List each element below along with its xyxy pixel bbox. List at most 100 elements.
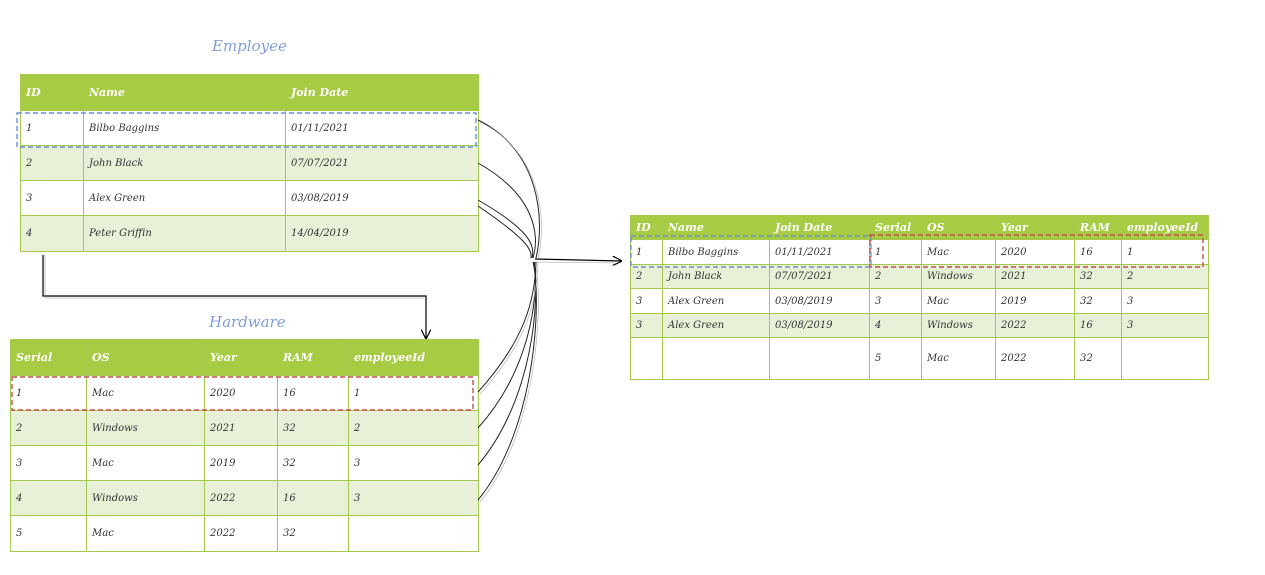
- table-cell: Bilbo Baggins: [83, 110, 286, 146]
- header-cell: ID: [20, 74, 84, 111]
- header-cell: Serial: [10, 339, 87, 376]
- header-cell: Name: [83, 74, 286, 111]
- table-cell: 3: [1121, 288, 1209, 314]
- table-cell: 32: [1074, 288, 1122, 314]
- table-cell: 03/08/2019: [769, 288, 870, 314]
- table-cell: 3: [869, 288, 922, 314]
- header-cell: ID: [630, 215, 663, 240]
- header-cell: OS: [921, 215, 996, 240]
- header-cell: Name: [662, 215, 770, 240]
- table-cell: Windows: [921, 313, 996, 338]
- table-cell: [662, 337, 770, 380]
- header-cell: RAM: [1074, 215, 1122, 240]
- employee-table: ID Name Join Date 1 Bilbo Baggins 01/11/…: [20, 74, 479, 252]
- header-cell: OS: [86, 339, 205, 376]
- table-cell: 2021: [995, 264, 1075, 289]
- table-cell: 3: [1121, 313, 1209, 338]
- curve-hardware-row-3: [477, 261, 537, 466]
- table-cell: 2: [20, 145, 84, 181]
- table-cell: Mac: [921, 239, 996, 265]
- table-cell: 4: [869, 313, 922, 338]
- table-cell: Mac: [86, 375, 205, 411]
- table-cell: Mac: [921, 288, 996, 314]
- table-cell: 4: [10, 480, 87, 516]
- header-cell: Join Date: [285, 74, 479, 111]
- table-cell: 2: [869, 264, 922, 289]
- table-cell: [348, 515, 479, 552]
- table-cell: 2: [10, 410, 87, 446]
- table-cell: 3: [10, 445, 87, 481]
- curve-employee-row-3b: [477, 205, 532, 259]
- curve-hardware-row-2: [477, 261, 537, 429]
- table-row: 1 Bilbo Baggins 01/11/2021 1 Mac 2020 16…: [630, 239, 1209, 265]
- table-cell: [1121, 337, 1209, 380]
- header-cell: Serial: [869, 215, 922, 240]
- table-cell: Alex Green: [662, 288, 770, 314]
- table-cell: [630, 337, 663, 380]
- curve-employee-row-1: [477, 119, 540, 259]
- table-cell: 3: [630, 313, 663, 338]
- table-cell: John Black: [83, 145, 286, 181]
- curve-employee-row-2: [477, 162, 536, 259]
- table-row: 4 Windows 2022 16 3: [10, 480, 479, 516]
- table-cell: Alex Green: [662, 313, 770, 338]
- curve-shadow: [479, 261, 539, 503]
- table-cell: 5: [869, 337, 922, 380]
- curve-hardware-row-1: [477, 261, 537, 393]
- table-cell: Windows: [921, 264, 996, 289]
- table-cell: Mac: [921, 337, 996, 380]
- table-cell: 2020: [204, 375, 278, 411]
- employee-to-hardware-connector-shadow: [44, 255, 424, 299]
- table-cell: 32: [277, 515, 349, 552]
- table-cell: 14/04/2019: [285, 215, 479, 252]
- table-cell: John Black: [662, 264, 770, 289]
- table-cell: 32: [1074, 264, 1122, 289]
- header-cell: Year: [995, 215, 1075, 240]
- table-cell: 3: [630, 288, 663, 314]
- table-row: 2 Windows 2021 32 2: [10, 410, 479, 446]
- table-row: 3 Alex Green 03/08/2019 3 Mac 2019 32 3: [630, 288, 1209, 314]
- table-cell: 01/11/2021: [769, 239, 870, 265]
- table-row: 2 John Black 07/07/2021 2 Windows 2021 3…: [630, 264, 1209, 289]
- table-cell: Windows: [86, 480, 205, 516]
- table-cell: 32: [277, 410, 349, 446]
- table-cell: Alex Green: [83, 180, 286, 216]
- table-cell: 16: [1074, 313, 1122, 338]
- table-cell: 32: [1074, 337, 1122, 380]
- result-arrow-shadow: [534, 261, 616, 264]
- table-row: 5 Mac 2022 32: [10, 515, 479, 552]
- table-cell: Peter Griffin: [83, 215, 286, 252]
- table-cell: 2: [1121, 264, 1209, 289]
- header-cell: RAM: [277, 339, 349, 376]
- join-curves: [477, 119, 540, 501]
- employee-header-row: ID Name Join Date: [20, 74, 479, 111]
- table-cell: 2022: [995, 313, 1075, 338]
- table-cell: [769, 337, 870, 380]
- table-cell: 5: [10, 515, 87, 552]
- table-row: 2 John Black 07/07/2021: [20, 145, 479, 181]
- table-cell: 2019: [995, 288, 1075, 314]
- table-cell: 16: [277, 375, 349, 411]
- table-cell: 2021: [204, 410, 278, 446]
- table-cell: 2022: [204, 480, 278, 516]
- table-cell: 1: [20, 110, 84, 146]
- table-cell: 2: [630, 264, 663, 289]
- table-cell: 01/11/2021: [285, 110, 479, 146]
- table-cell: 3: [348, 445, 479, 481]
- curve-shadow: [479, 261, 539, 395]
- curve-employee-row-3a: [477, 199, 534, 259]
- table-row: 1 Bilbo Baggins 01/11/2021: [20, 110, 479, 146]
- table-cell: 3: [348, 480, 479, 516]
- table-cell: 16: [1074, 239, 1122, 265]
- header-cell: employeeId: [348, 339, 479, 376]
- header-cell: Year: [204, 339, 278, 376]
- table-cell: 03/08/2019: [285, 180, 479, 216]
- table-cell: 2020: [995, 239, 1075, 265]
- header-cell: Join Date: [769, 215, 870, 240]
- table-cell: 2: [348, 410, 479, 446]
- table-cell: 16: [277, 480, 349, 516]
- curve-shadow: [479, 121, 542, 259]
- hardware-table: Serial OS Year RAM employeeId 1 Mac 2020…: [10, 339, 479, 552]
- table-cell: Mac: [86, 515, 205, 552]
- table-row: 3 Alex Green 03/08/2019 4 Windows 2022 1…: [630, 313, 1209, 338]
